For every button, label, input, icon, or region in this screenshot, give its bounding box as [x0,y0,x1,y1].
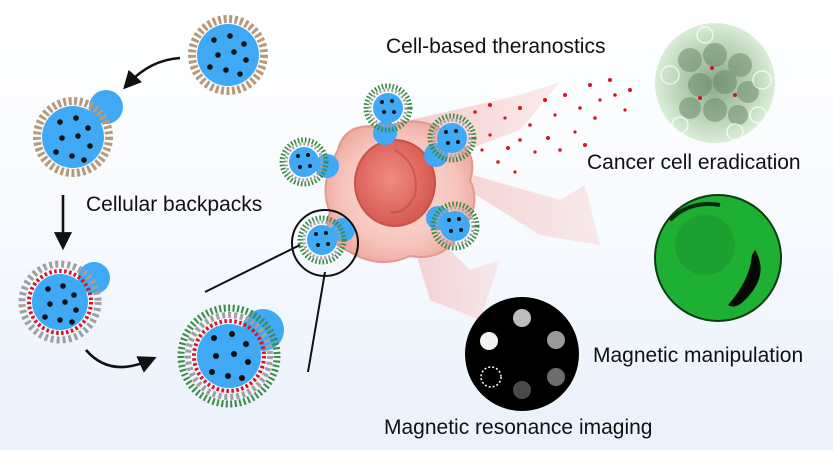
backpack-particle-with-lobe [33,90,123,177]
backpack-particle-ligand [177,304,284,408]
attached-backpacks [279,83,480,265]
backpack-particle-coated [188,15,268,95]
label-magnetic-manipulation: Magnetic manipulation [593,344,804,367]
zoom-lines [204,244,326,373]
mri-phantom-image [465,297,579,411]
label-cellular-backpacks: Cellular backpacks [86,193,263,216]
label-magnetic-resonance-imaging: Magnetic resonance imaging [384,416,653,439]
backpack-particle-charged [18,260,110,344]
label-cancer-cell-eradication: Cancer cell eradication [587,151,801,174]
zoom-circle [291,209,359,277]
released-drug-dots [473,78,632,174]
cycle-arrows [53,56,181,373]
title-cell-based-theranostics: Cell-based theranostics [386,35,606,58]
fluorescence-tissue-image [654,194,782,322]
tumor-spheroid-image [655,23,775,143]
